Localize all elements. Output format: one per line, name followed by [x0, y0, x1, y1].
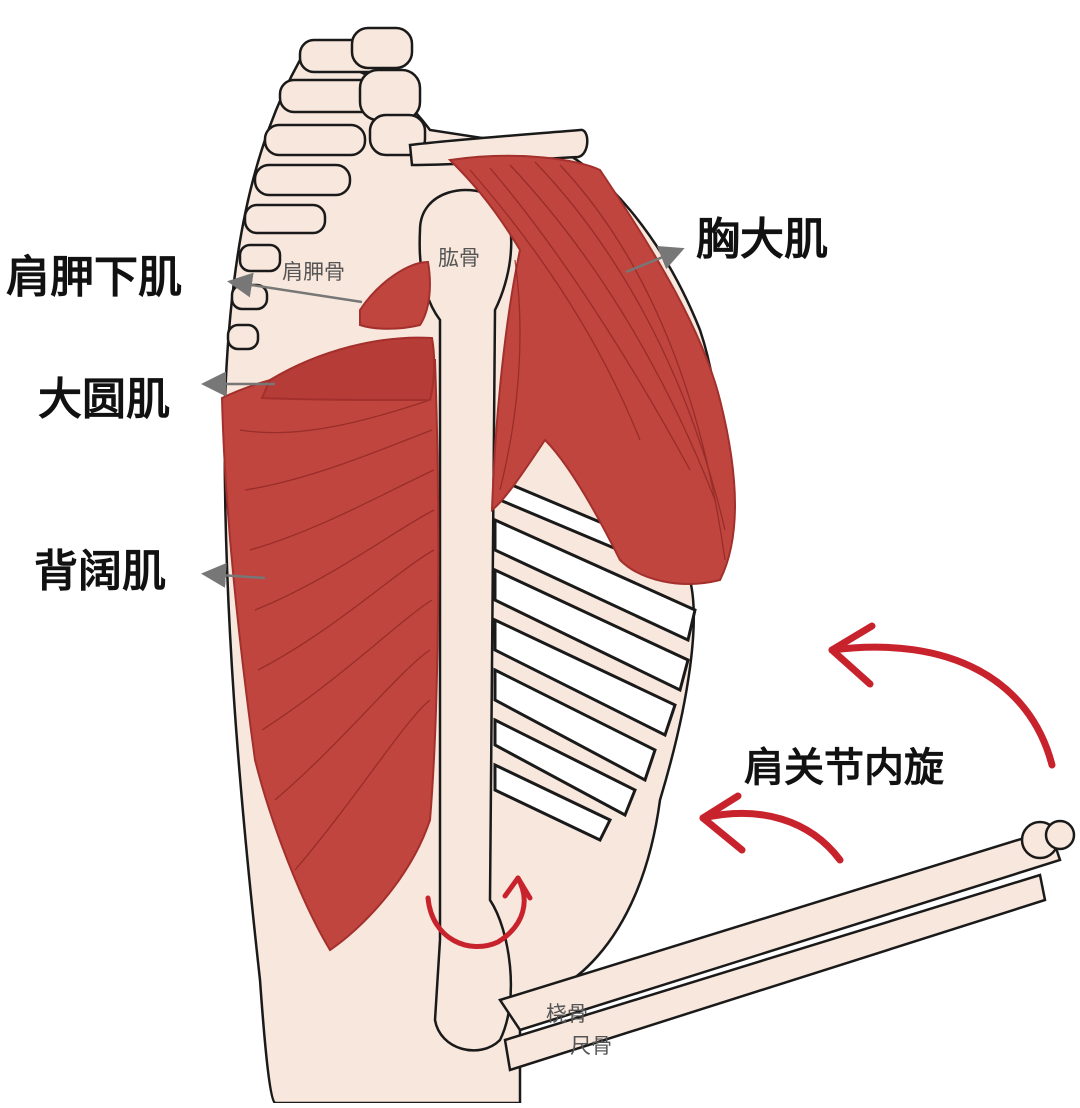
- scapula-label: 肩胛骨: [282, 262, 345, 283]
- subscapularis-label: 肩胛下肌: [6, 256, 182, 300]
- pectoralis-major-label: 胸大肌: [696, 218, 828, 262]
- ulna-label: 尺骨: [570, 1036, 612, 1057]
- internal-rotation-label: 肩关节内旋: [744, 748, 944, 788]
- latissimus-dorsi-label: 背阔肌: [34, 550, 166, 594]
- radius-label: 桡骨: [546, 1004, 588, 1025]
- humerus-label: 肱骨: [438, 248, 480, 269]
- teres-major-label: 大圆肌: [38, 378, 170, 422]
